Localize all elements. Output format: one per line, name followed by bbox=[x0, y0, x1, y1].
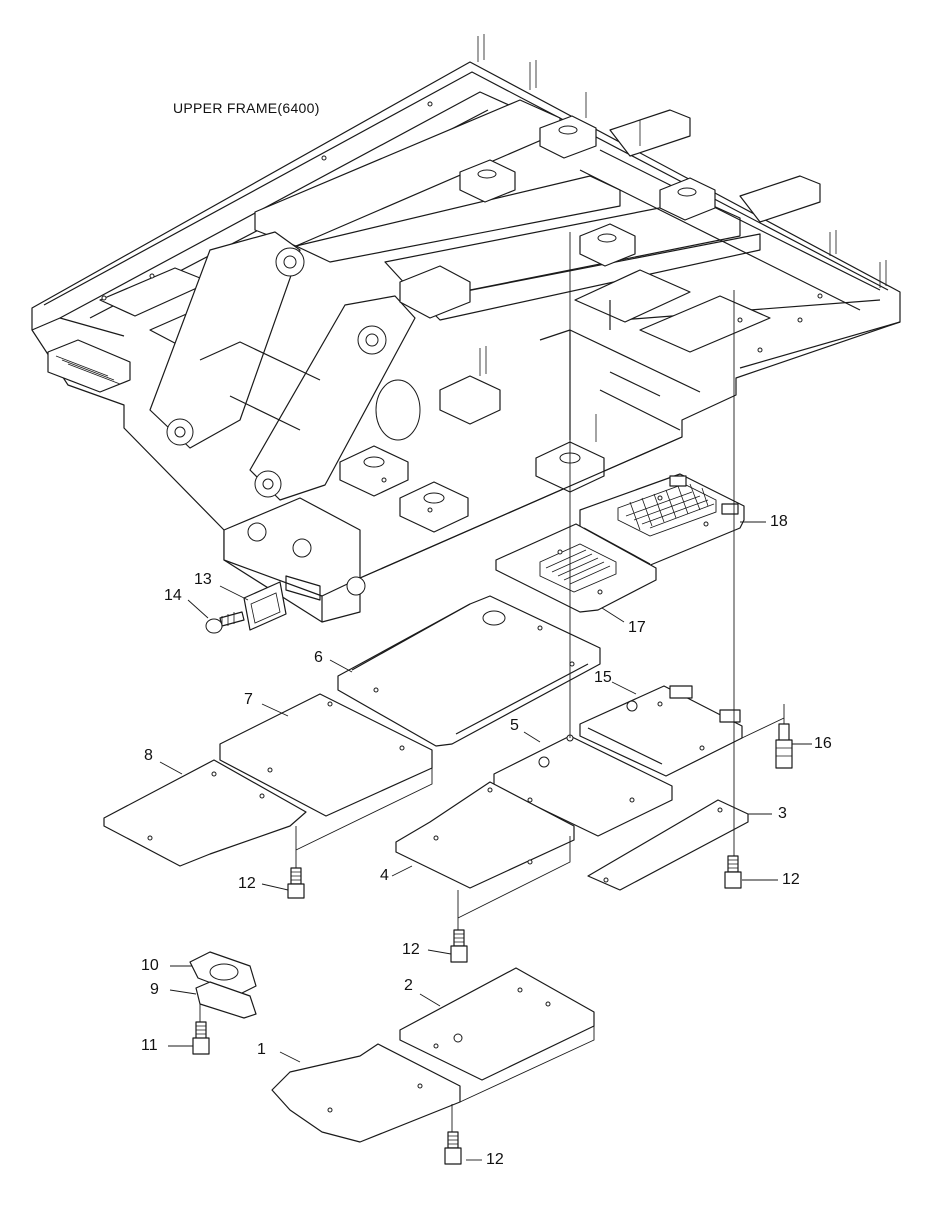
part-4-plate bbox=[395, 781, 575, 889]
callout-1: 1 bbox=[257, 1041, 266, 1058]
callout-10: 10 bbox=[141, 957, 159, 974]
part-14-bolt bbox=[205, 611, 245, 634]
part-17-plate bbox=[495, 523, 657, 613]
part-13-cover bbox=[243, 575, 321, 631]
callout-7: 7 bbox=[244, 691, 253, 708]
callout-12-center: 12 bbox=[402, 941, 420, 958]
part-1-plate bbox=[271, 1043, 461, 1143]
callout-4: 4 bbox=[380, 867, 389, 884]
part-3-plate bbox=[587, 799, 749, 891]
part-18-plate bbox=[579, 473, 745, 567]
callout-11: 11 bbox=[141, 1037, 158, 1054]
callout-14: 14 bbox=[164, 587, 182, 604]
callout-3: 3 bbox=[778, 805, 787, 822]
part-8-plate bbox=[103, 759, 307, 867]
bolt-12-left bbox=[287, 867, 305, 899]
callout-13: 13 bbox=[194, 571, 212, 588]
bolt-12-bottom bbox=[444, 1131, 462, 1165]
callout-12-left: 12 bbox=[238, 875, 256, 892]
part-6-plate bbox=[337, 595, 601, 747]
callout-17: 17 bbox=[628, 619, 646, 636]
bolt-12-center bbox=[450, 929, 468, 963]
callout-18: 18 bbox=[770, 513, 788, 530]
part-5-plate bbox=[493, 734, 673, 837]
bolt-12-right bbox=[724, 855, 742, 889]
diagram-title: UPPER FRAME(6400) bbox=[173, 100, 320, 116]
callout-16: 16 bbox=[814, 735, 832, 752]
callout-8: 8 bbox=[144, 747, 153, 764]
callout-leaders bbox=[159, 521, 812, 1161]
part-2-plate bbox=[399, 967, 595, 1081]
upper-frame bbox=[31, 34, 901, 623]
callout-9: 9 bbox=[150, 981, 159, 998]
part-10-gasket bbox=[189, 951, 257, 995]
callout-5: 5 bbox=[510, 717, 519, 734]
bolt-16 bbox=[775, 723, 793, 769]
assembly-guide-lines bbox=[199, 232, 785, 1132]
callout-6: 6 bbox=[314, 649, 323, 666]
callout-2: 2 bbox=[404, 977, 413, 994]
callout-12-right: 12 bbox=[782, 871, 800, 888]
callout-15: 15 bbox=[594, 669, 612, 686]
callout-12-bottom: 12 bbox=[486, 1151, 504, 1168]
bolt-11 bbox=[192, 1021, 210, 1055]
